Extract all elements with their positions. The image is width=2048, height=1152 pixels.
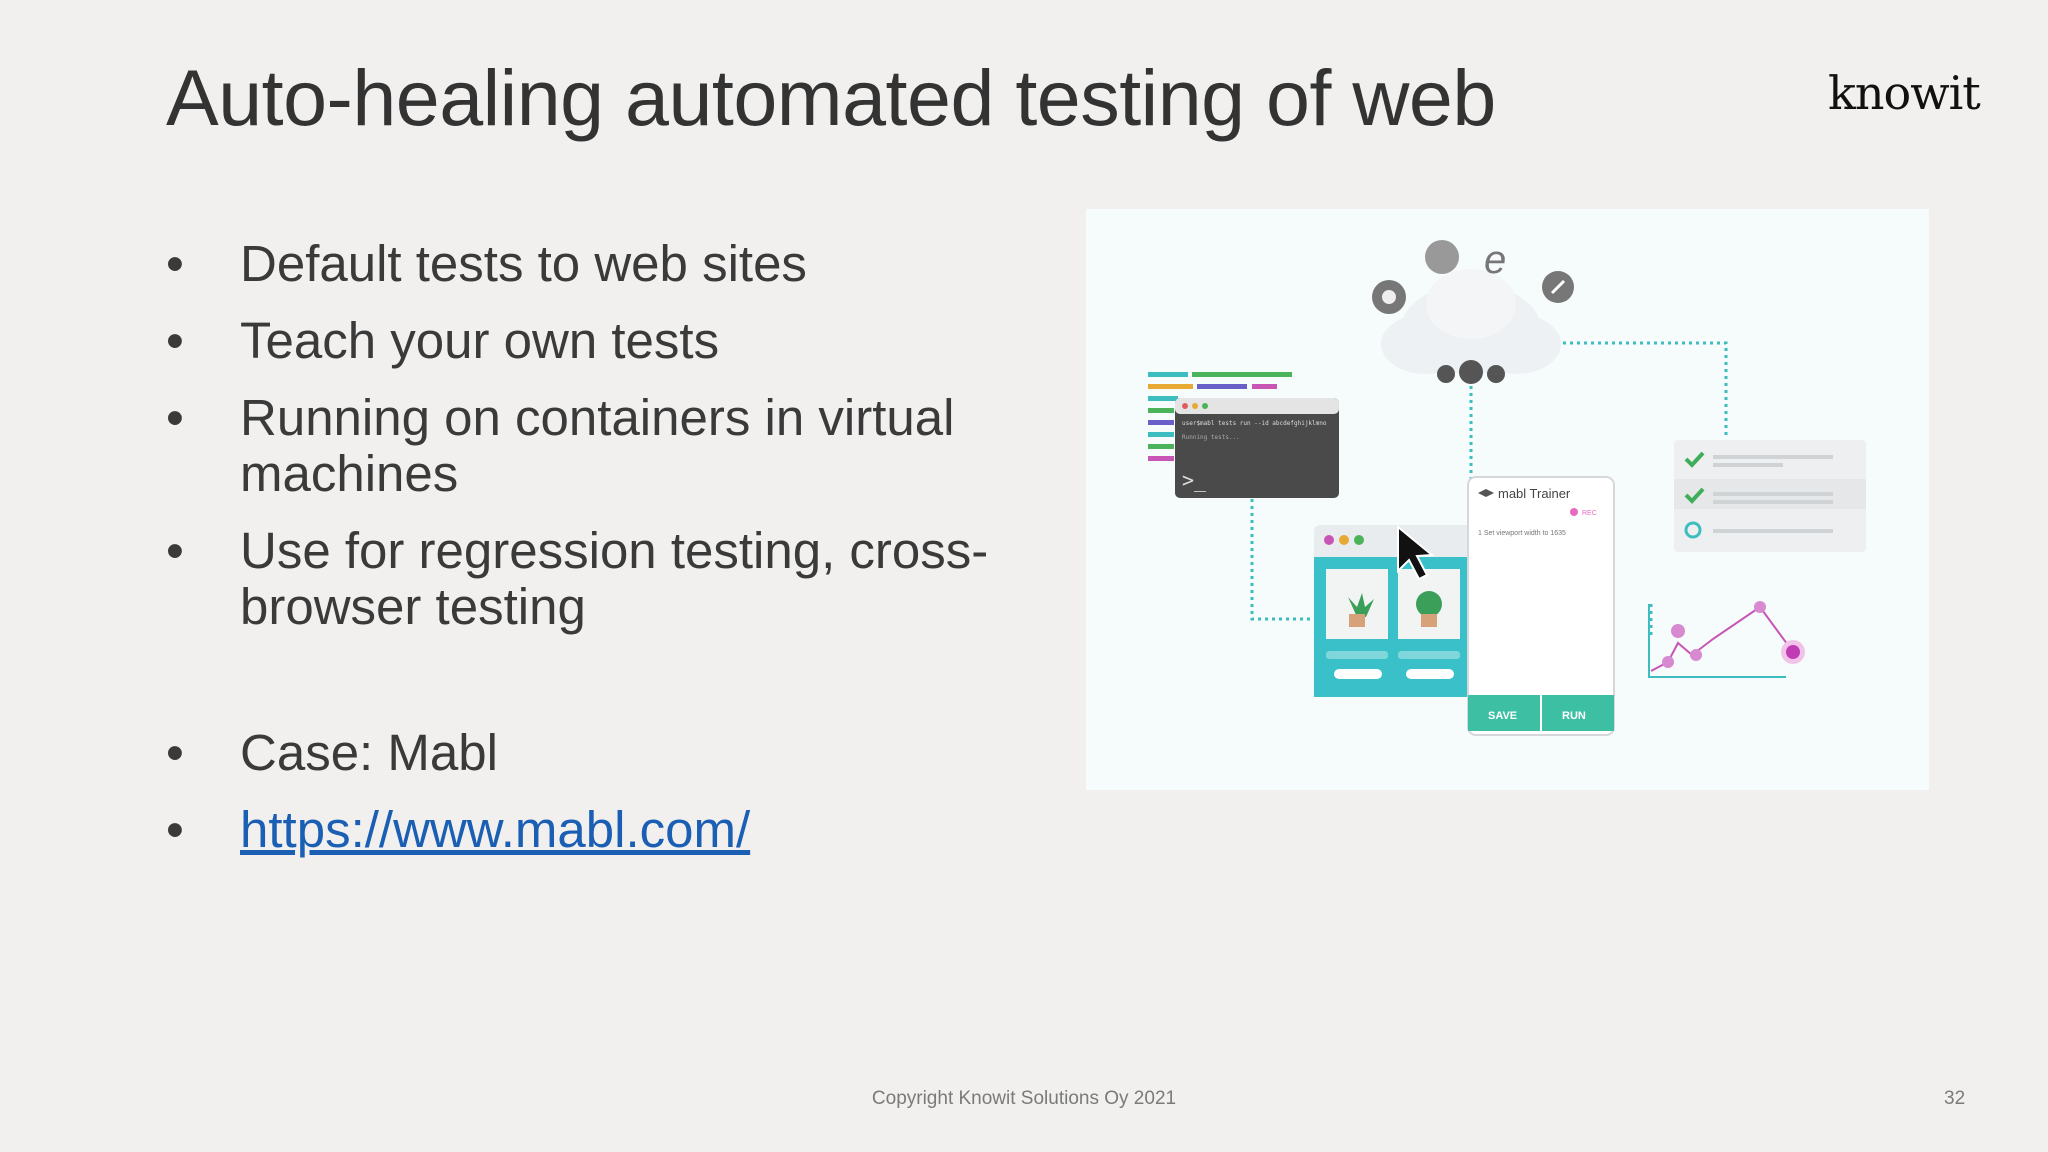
- plant-icon: [1348, 593, 1374, 627]
- bullet-item: • Teach your own tests: [166, 313, 1046, 369]
- mini-line-chart: [1648, 601, 1805, 678]
- code-lines: [1148, 372, 1292, 461]
- mabl-trainer-panel: mabl Trainer REC 1 Set viewport width to…: [1467, 476, 1615, 736]
- terminal-status: Running tests...: [1182, 434, 1240, 441]
- plant-icon: [1416, 591, 1442, 627]
- rec-label: REC: [1582, 510, 1597, 517]
- bullet-item: • Use for regression testing, cross-brow…: [166, 523, 1010, 635]
- trainer-title: mabl Trainer: [1498, 486, 1571, 501]
- terminal-command: user$mabl tests run --id abcdefghijklmno: [1182, 420, 1327, 427]
- cursor-icon: [1397, 524, 1435, 581]
- save-button: SAVE: [1488, 710, 1517, 722]
- trainer-step: 1 Set viewport width to 1635: [1478, 530, 1566, 537]
- bullet-dot: •: [166, 235, 184, 292]
- check-icon: [1684, 451, 1705, 468]
- bullet-dot: •: [166, 801, 184, 858]
- chrome-icon: [1372, 280, 1406, 314]
- bullet-dot: •: [166, 522, 184, 579]
- bullet-dot: •: [166, 312, 184, 369]
- bullet-item: • Default tests to web sites: [166, 236, 1046, 292]
- terminal-window: user$mabl tests run --id abcdefghijklmno…: [1175, 398, 1339, 498]
- bullet-dot: •: [166, 724, 184, 781]
- bullet-text: Case: Mabl: [240, 724, 498, 781]
- bullet-item: • https://www.mabl.com/: [166, 802, 1046, 858]
- mabl-link[interactable]: https://www.mabl.com/: [240, 801, 751, 858]
- slide-title: Auto-healing automated testing of web: [166, 53, 1496, 142]
- page-number: 32: [1944, 1088, 1966, 1109]
- browser-window: [1314, 525, 1474, 697]
- run-button: RUN: [1562, 710, 1586, 722]
- bullet-text: Use for regression testing, cross-browse…: [240, 522, 989, 635]
- checklist-panel: [1674, 440, 1866, 552]
- bullet-dot: •: [166, 389, 184, 446]
- cloud-icon: [1381, 269, 1561, 384]
- bullet-text: Default tests to web sites: [240, 235, 807, 292]
- bullet-item: • Case: Mabl: [166, 725, 1046, 781]
- mabl-illustration: e user$mabl tests run --id abcde: [1086, 209, 1929, 790]
- bullet-list: • Default tests to web sites • Teach you…: [166, 236, 1046, 858]
- firefox-icon: [1425, 240, 1459, 274]
- bullet-item: • Running on containers in virtual machi…: [166, 390, 980, 502]
- safari-icon: [1542, 271, 1574, 303]
- ie-icon: e: [1484, 238, 1506, 282]
- knowit-logo: knowit: [1828, 66, 1981, 120]
- bullet-text: Running on containers in virtual machine…: [240, 389, 955, 502]
- footer-copyright: Copyright Knowit Solutions Oy 2021: [871, 1088, 1177, 1109]
- refresh-icon: [1684, 521, 1702, 539]
- bullet-text: Teach your own tests: [240, 312, 720, 369]
- terminal-prompt: >_: [1182, 468, 1207, 492]
- check-icon: [1684, 487, 1705, 504]
